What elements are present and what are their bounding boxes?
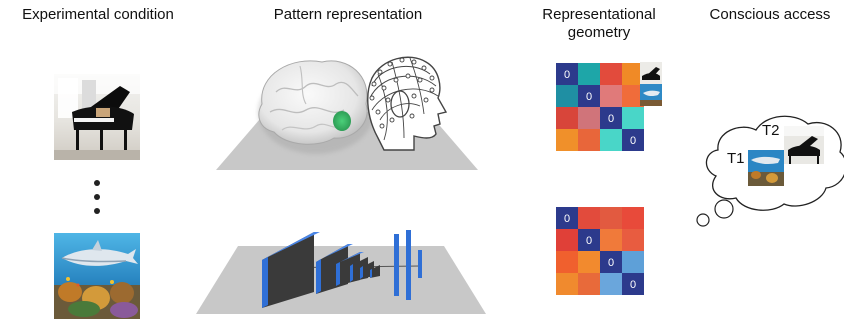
t1-label: T1 bbox=[727, 150, 745, 167]
brain-roi-marker bbox=[333, 111, 351, 131]
rdm-top-cell-0-3 bbox=[622, 63, 644, 85]
rdm-top-cell-2-1 bbox=[578, 107, 600, 129]
rdm-bottom-cell-1-0 bbox=[556, 229, 578, 251]
rdm-bottom-cell-0-0 bbox=[556, 207, 578, 229]
rdm-bottom-diag-label-0: 0 bbox=[564, 213, 570, 225]
rdm-top-diag-label-1: 0 bbox=[586, 91, 592, 103]
rdm-top-cell-3-0 bbox=[556, 129, 578, 151]
rdm-top-diag-label-3: 0 bbox=[630, 135, 636, 147]
rdm-bottom-cell-2-0 bbox=[556, 251, 578, 273]
rdm-bottom-cell-3-0 bbox=[556, 273, 578, 295]
rdm-top-cell-2-3 bbox=[622, 107, 644, 129]
rdm-top-cell-1-1 bbox=[578, 85, 600, 107]
t2-label: T2 bbox=[762, 122, 780, 139]
rdm-top-cell-0-2 bbox=[600, 63, 622, 85]
bubble-shark-image bbox=[748, 150, 784, 186]
rdm-top-cell-0-0 bbox=[556, 63, 578, 85]
rdm-bottom-diag-label-1: 0 bbox=[586, 235, 592, 247]
brain-icon bbox=[258, 60, 374, 154]
rdm-bottom-cell-2-3 bbox=[622, 251, 644, 273]
header-pattern-representation: Pattern representation bbox=[273, 6, 423, 23]
bubble-piano-image bbox=[784, 126, 824, 164]
header-representational-geometry: Representational geometry bbox=[524, 6, 674, 42]
rdm-top: 0 0 0 0 bbox=[556, 63, 644, 151]
rdm-bottom: 0 0 0 0 bbox=[556, 207, 644, 295]
rdm-bottom-cell-1-1 bbox=[578, 229, 600, 251]
rdm-bottom-cell-0-1 bbox=[578, 207, 600, 229]
rdm-top-cell-2-0 bbox=[556, 107, 578, 129]
shark-image bbox=[54, 233, 140, 319]
rdm-bottom-diag-label-2: 0 bbox=[608, 257, 614, 269]
rdm-bottom-diag-label-3: 0 bbox=[630, 279, 636, 291]
rdm-bottom-cell-3-2 bbox=[600, 273, 622, 295]
head-icon bbox=[367, 56, 448, 151]
rdm-top-cell-3-1 bbox=[578, 129, 600, 151]
rdm-bottom-cell-1-3 bbox=[622, 229, 644, 251]
rdm-top-cell-1-2 bbox=[600, 85, 622, 107]
rdm-top-cell-2-2 bbox=[600, 107, 622, 129]
vertical-ellipsis-icon bbox=[94, 180, 100, 214]
rdm-top-cell-3-2 bbox=[600, 129, 622, 151]
rdm-bottom-cell-2-2 bbox=[600, 251, 622, 273]
rdm-bottom-cell-1-2 bbox=[600, 229, 622, 251]
rdm-top-piano-thumb bbox=[640, 62, 662, 84]
rdm-top-cell-3-3 bbox=[622, 129, 644, 151]
rdm-bottom-cell-0-2 bbox=[600, 207, 622, 229]
rdm-bottom-cell-0-3 bbox=[622, 207, 644, 229]
header-experimental-condition: Experimental condition bbox=[22, 6, 174, 23]
cnn-icon bbox=[261, 230, 422, 308]
rdm-bottom-cell-2-1 bbox=[578, 251, 600, 273]
header-rep-line1: Representational bbox=[542, 6, 656, 23]
piano-image bbox=[54, 74, 140, 160]
rdm-top-diag-label-2: 0 bbox=[608, 113, 614, 125]
rdm-top-cell-1-0 bbox=[556, 85, 578, 107]
rdm-top-cell-0-1 bbox=[578, 63, 600, 85]
rdm-top-shark-thumb bbox=[640, 84, 662, 106]
header-rep-line2: geometry bbox=[567, 24, 631, 41]
header-conscious-access: Conscious access bbox=[709, 6, 831, 23]
rdm-top-cell-1-3 bbox=[622, 85, 644, 107]
rdm-top-diag-label-0: 0 bbox=[564, 69, 570, 81]
rdm-bottom-cell-3-3 bbox=[622, 273, 644, 295]
rdm-bottom-cell-3-1 bbox=[578, 273, 600, 295]
